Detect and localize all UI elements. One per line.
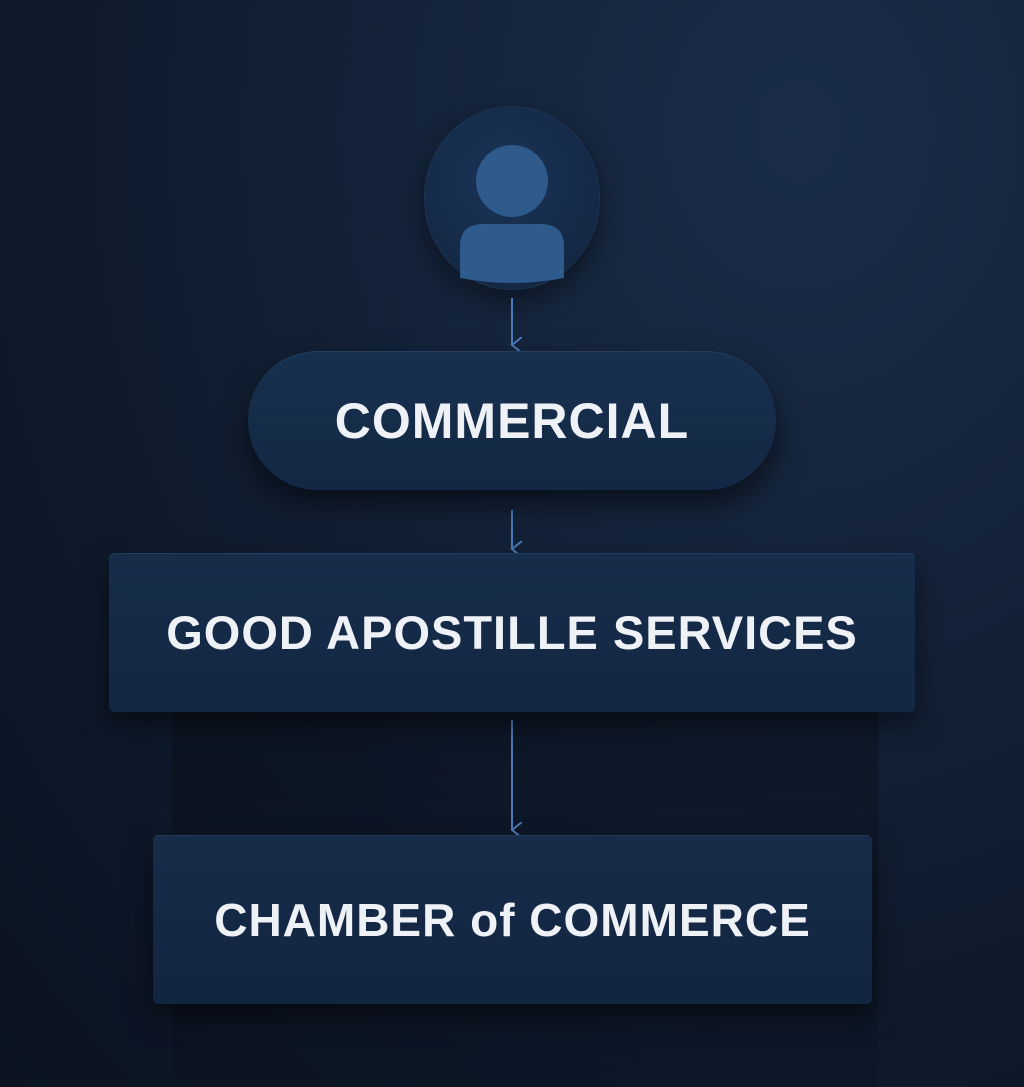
user-avatar bbox=[424, 106, 600, 290]
user-avatar-icon bbox=[460, 145, 564, 283]
node-chamber-label: CHAMBER of COMMERCE bbox=[214, 893, 811, 946]
node-good-apostille-services: GOOD APOSTILLE SERVICES bbox=[109, 553, 915, 712]
node-apostille-label: GOOD APOSTILLE SERVICES bbox=[166, 606, 858, 659]
node-chamber-of-commerce: CHAMBER of COMMERCE bbox=[153, 835, 872, 1004]
node-commercial: COMMERCIAL bbox=[248, 351, 776, 490]
node-commercial-label: COMMERCIAL bbox=[334, 392, 690, 449]
